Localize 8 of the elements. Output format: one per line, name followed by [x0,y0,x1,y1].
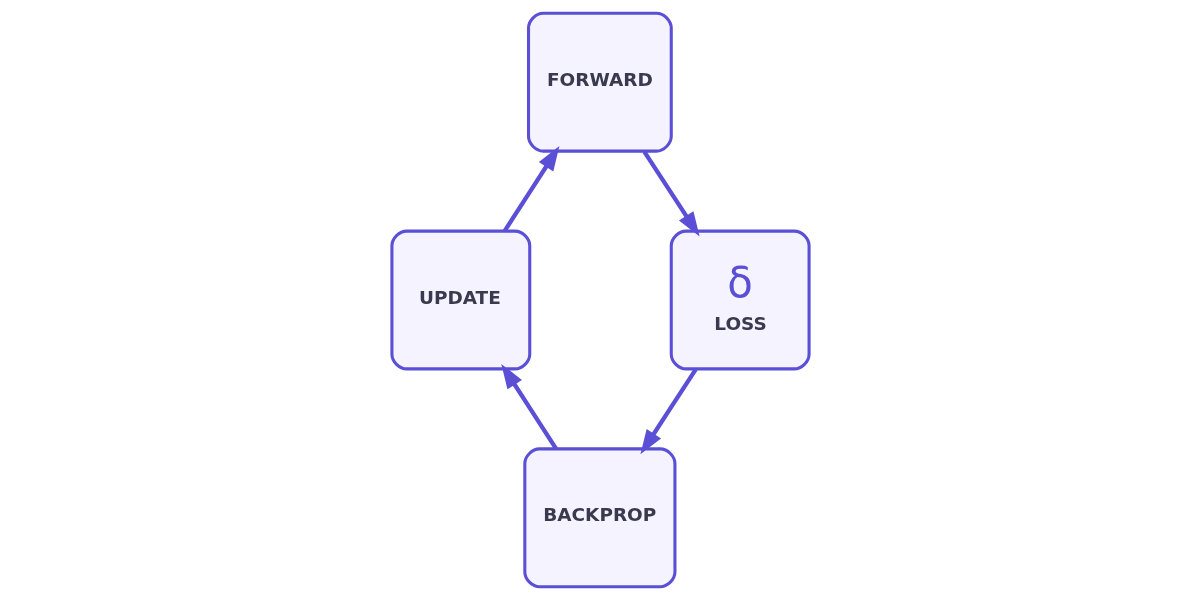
arrow [639,368,698,455]
arrow [641,150,700,237]
node-box: FORWARD [526,11,673,153]
node-box: UPDATE [389,229,531,371]
node-box: δ LOSS [669,229,811,371]
arrow [502,146,559,233]
arrow [500,363,558,451]
node-box: BACKPROP [522,447,676,589]
